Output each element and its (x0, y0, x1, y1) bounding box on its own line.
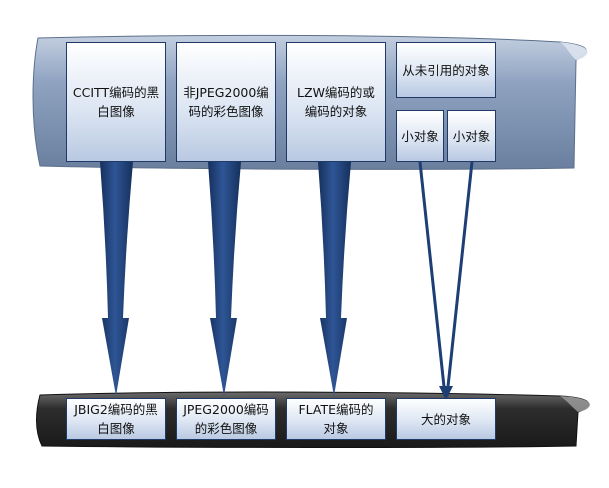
top-box-small-object-2: 小对象 (447, 110, 496, 162)
bottom-band-curl (560, 396, 591, 412)
top-band-curl (560, 42, 588, 60)
top-box-small-object-1: 小对象 (396, 110, 444, 162)
merge-line-2 (445, 161, 474, 397)
bottom-box-large-object: 大的对象 (396, 398, 496, 440)
top-box-ccitt: CCITT编码的黑 白图像 (66, 42, 166, 162)
arrow-1 (100, 162, 133, 396)
bottom-box-jbig2: JBIG2编码的黑 白图像 (66, 398, 166, 440)
bottom-box-flate: FLATE编码的 对象 (286, 398, 386, 440)
merge-line-1 (418, 161, 447, 397)
merge-arrowhead (439, 386, 453, 400)
bottom-box-jpeg2000: JPEG2000编码 的彩色图像 (176, 398, 276, 440)
top-box-unreferenced: 从未引用的对象 (396, 42, 496, 98)
arrow-2 (208, 162, 241, 396)
top-box-lzw: LZW编码的或 编码的对象 (286, 42, 386, 162)
arrow-3 (318, 162, 351, 396)
top-box-non-jpeg2000: 非JPEG2000编 码的彩色图像 (176, 42, 276, 162)
